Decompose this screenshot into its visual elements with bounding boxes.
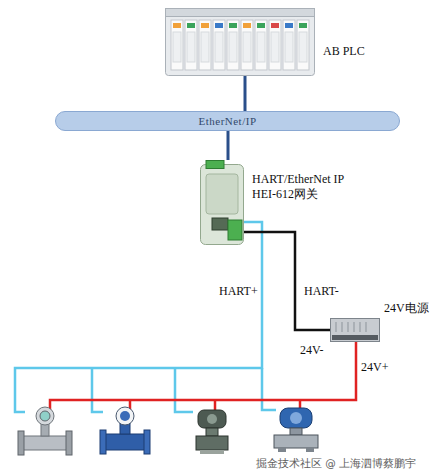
ethernet-ip-bus: EtherNet/IP [55,111,400,131]
device-label: HART/EtherNet IP HEI-612网关 [252,172,354,202]
connector [244,76,247,111]
device-label: 24V电源 [384,301,429,316]
power-supply: 24V电源 [330,318,380,342]
psu-illustration [330,318,380,342]
terminal-name: 24V+ [360,360,389,374]
pressure-transmitter [196,410,228,454]
plc-illustration [165,8,315,76]
connector [227,131,230,160]
power-plus-wire [50,342,356,412]
electromagnetic-flowmeter [100,407,150,454]
gateway-device: HART/EtherNet IP HEI-612网关 [200,160,244,245]
watermark: 掘金技术社区 @ 上海泗博蔡鹏宇 [255,456,417,470]
bus-label: EtherNet/IP [198,114,256,129]
plc-device: AB PLC [165,8,315,76]
vortex-flowmeter [18,407,72,455]
signal-name: HART- [303,284,340,298]
hart-plus-wire [15,222,276,412]
device-label: AB PLC [323,44,365,59]
dp-transmitter [274,408,318,452]
gateway-illustration [200,160,244,245]
signal-name: HART+ [218,284,259,298]
connector [244,232,330,330]
terminal-name: 24V- [299,343,325,357]
